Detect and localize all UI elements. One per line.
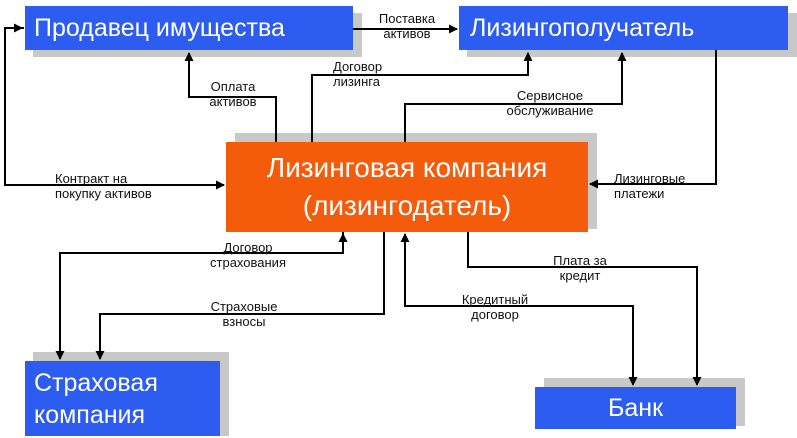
label-insurance-premiums: Страховые взносы — [210, 299, 278, 329]
seller-box: Продавец имущества — [25, 6, 353, 50]
insurer-label-line2: компания — [34, 401, 146, 429]
label-purchase-contract: Контракт на покупку активов — [55, 171, 152, 201]
lessee-box: Лизингополучатель — [459, 6, 788, 50]
label-service: Сервисное обслуживание — [506, 88, 594, 118]
arrow-asset-payment — [184, 52, 277, 142]
lessor-box: Лизинговая компания (лизингодатель) — [226, 142, 588, 232]
arrow-lease-payments — [589, 50, 717, 189]
insurer-label-line1: Страховая — [34, 369, 158, 397]
label-lease-contract: Договор лизинга — [333, 59, 383, 89]
label-asset-payment: Оплата активов — [209, 79, 257, 109]
arrow-purchase-contract — [4, 27, 225, 190]
arrow-credit-payment — [467, 232, 702, 386]
label-lease-payments: Лизинговые платежи — [614, 171, 686, 201]
bank-box: Банк — [535, 387, 736, 429]
label-delivery: Поставка активов — [378, 11, 436, 41]
insurer-box: Страховая компания — [25, 361, 220, 436]
arrow-service — [404, 52, 627, 142]
seller-label: Продавец имущества — [34, 14, 285, 42]
label-insurance-contract: Договор страхования — [210, 240, 286, 270]
bank-label: Банк — [607, 394, 664, 422]
lessor-label-line1: Лизинговая компания — [266, 152, 548, 183]
arrow-lease-contract — [311, 52, 533, 142]
lessee-label: Лизингополучатель — [470, 14, 695, 42]
label-credit-payment: Плата за кредит — [553, 253, 607, 283]
arrow-insurance-premiums — [95, 232, 385, 360]
label-credit-contract: Кредитный договор — [461, 292, 529, 322]
lessor-label-line2: (лизингодатель) — [302, 190, 512, 221]
